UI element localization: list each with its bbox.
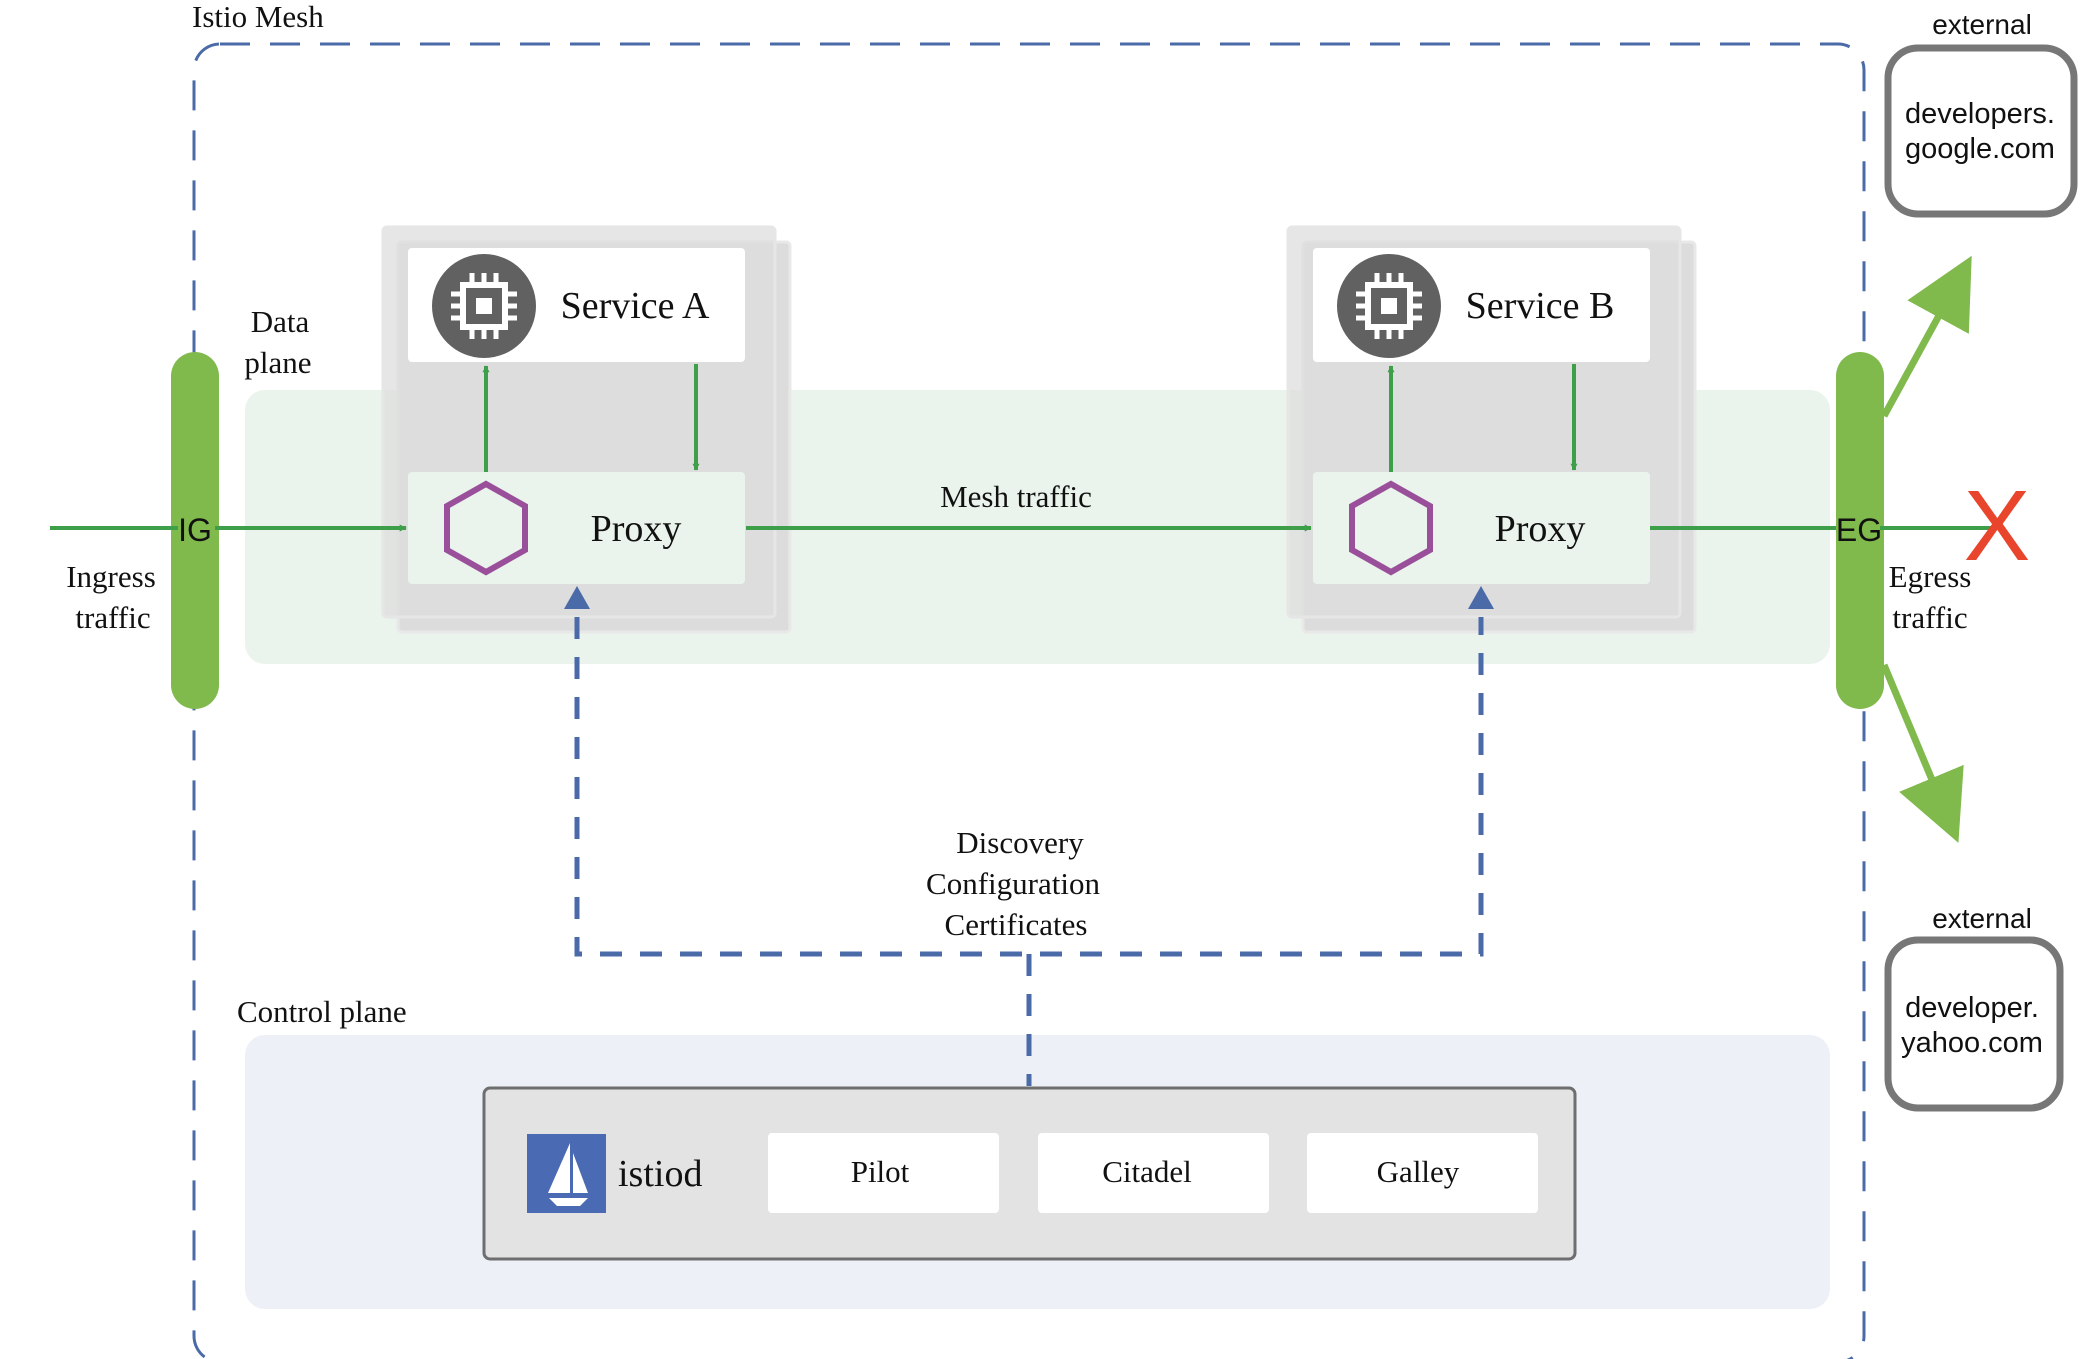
egress-to-google-arrow [1880, 255, 1972, 418]
istiod-box[interactable] [482, 1086, 1577, 1261]
ingress-gateway-label: IG [178, 512, 212, 548]
blocked-x-icon: X [1964, 470, 2031, 582]
control-link-path [574, 617, 1484, 957]
egress-to-yahoo-arrow [1880, 663, 1964, 843]
proxy-a-box[interactable] [408, 472, 745, 584]
data-plane-label: Data [251, 304, 310, 339]
service-b-pod: Service B Proxy [1286, 225, 1697, 634]
mesh-title: Istio Mesh [192, 0, 324, 34]
ingress-traffic-label: Ingress [66, 559, 156, 594]
galley-label: Galley [1377, 1154, 1460, 1189]
control-connections [574, 617, 1484, 1086]
external-google-host: developers. [1905, 98, 2055, 130]
control-link-label-3: Certificates [945, 907, 1088, 942]
proxy-a-label: Proxy [591, 508, 682, 550]
control-arrowhead-a [564, 586, 590, 609]
hexagon-icon [1349, 480, 1433, 576]
external-google-box[interactable] [1884, 44, 2078, 218]
hexagon-icon [444, 480, 528, 576]
control-link-label-2: Configuration [926, 866, 1100, 901]
traffic-arrows [50, 364, 2000, 532]
pilot-box[interactable] [768, 1133, 999, 1213]
service-b-name: Service B [1466, 285, 1615, 327]
istiod-label: istiod [618, 1153, 702, 1195]
external-caption: external [1932, 903, 2032, 934]
control-link-label: Discovery [956, 825, 1084, 860]
external-google: external developers. google.com [1884, 9, 2078, 218]
chip-icon [1337, 254, 1441, 358]
external-yahoo-box[interactable] [1884, 936, 2064, 1112]
citadel-label: Citadel [1102, 1154, 1192, 1189]
ingress-traffic-label-2: traffic [75, 600, 150, 635]
service-a-pod: Service A Proxy [381, 225, 792, 634]
egress-traffic-label-2: traffic [1892, 600, 1967, 635]
egress-gateway-bar[interactable] [1836, 352, 1884, 709]
external-caption: external [1932, 9, 2032, 40]
chip-icon [432, 254, 536, 358]
external-yahoo-host-2: yahoo.com [1901, 1027, 2043, 1059]
external-yahoo-host: developer. [1905, 992, 2039, 1024]
external-google-host-2: google.com [1905, 133, 2055, 165]
istiod-panel: istiod Pilot Citadel Galley [482, 1086, 1577, 1261]
egress-traffic-label: Egress [1889, 559, 1972, 594]
proxy-b-label: Proxy [1495, 508, 1586, 550]
sail-logo-icon [527, 1134, 606, 1213]
egress-gateway-label: EG [1836, 512, 1882, 548]
galley-box[interactable] [1307, 1133, 1538, 1213]
control-plane-label: Control plane [237, 994, 407, 1029]
ingress-gateway-bar[interactable] [171, 352, 219, 709]
control-arrowhead-b [1468, 586, 1494, 609]
citadel-box[interactable] [1038, 1133, 1269, 1213]
service-a-name: Service A [561, 285, 710, 327]
data-plane-label-2: plane [244, 345, 311, 380]
external-yahoo: external developer. yahoo.com [1884, 903, 2064, 1112]
proxy-b-box[interactable] [1313, 472, 1650, 584]
mesh-traffic-label: Mesh traffic [940, 479, 1092, 514]
pilot-label: Pilot [851, 1154, 910, 1189]
